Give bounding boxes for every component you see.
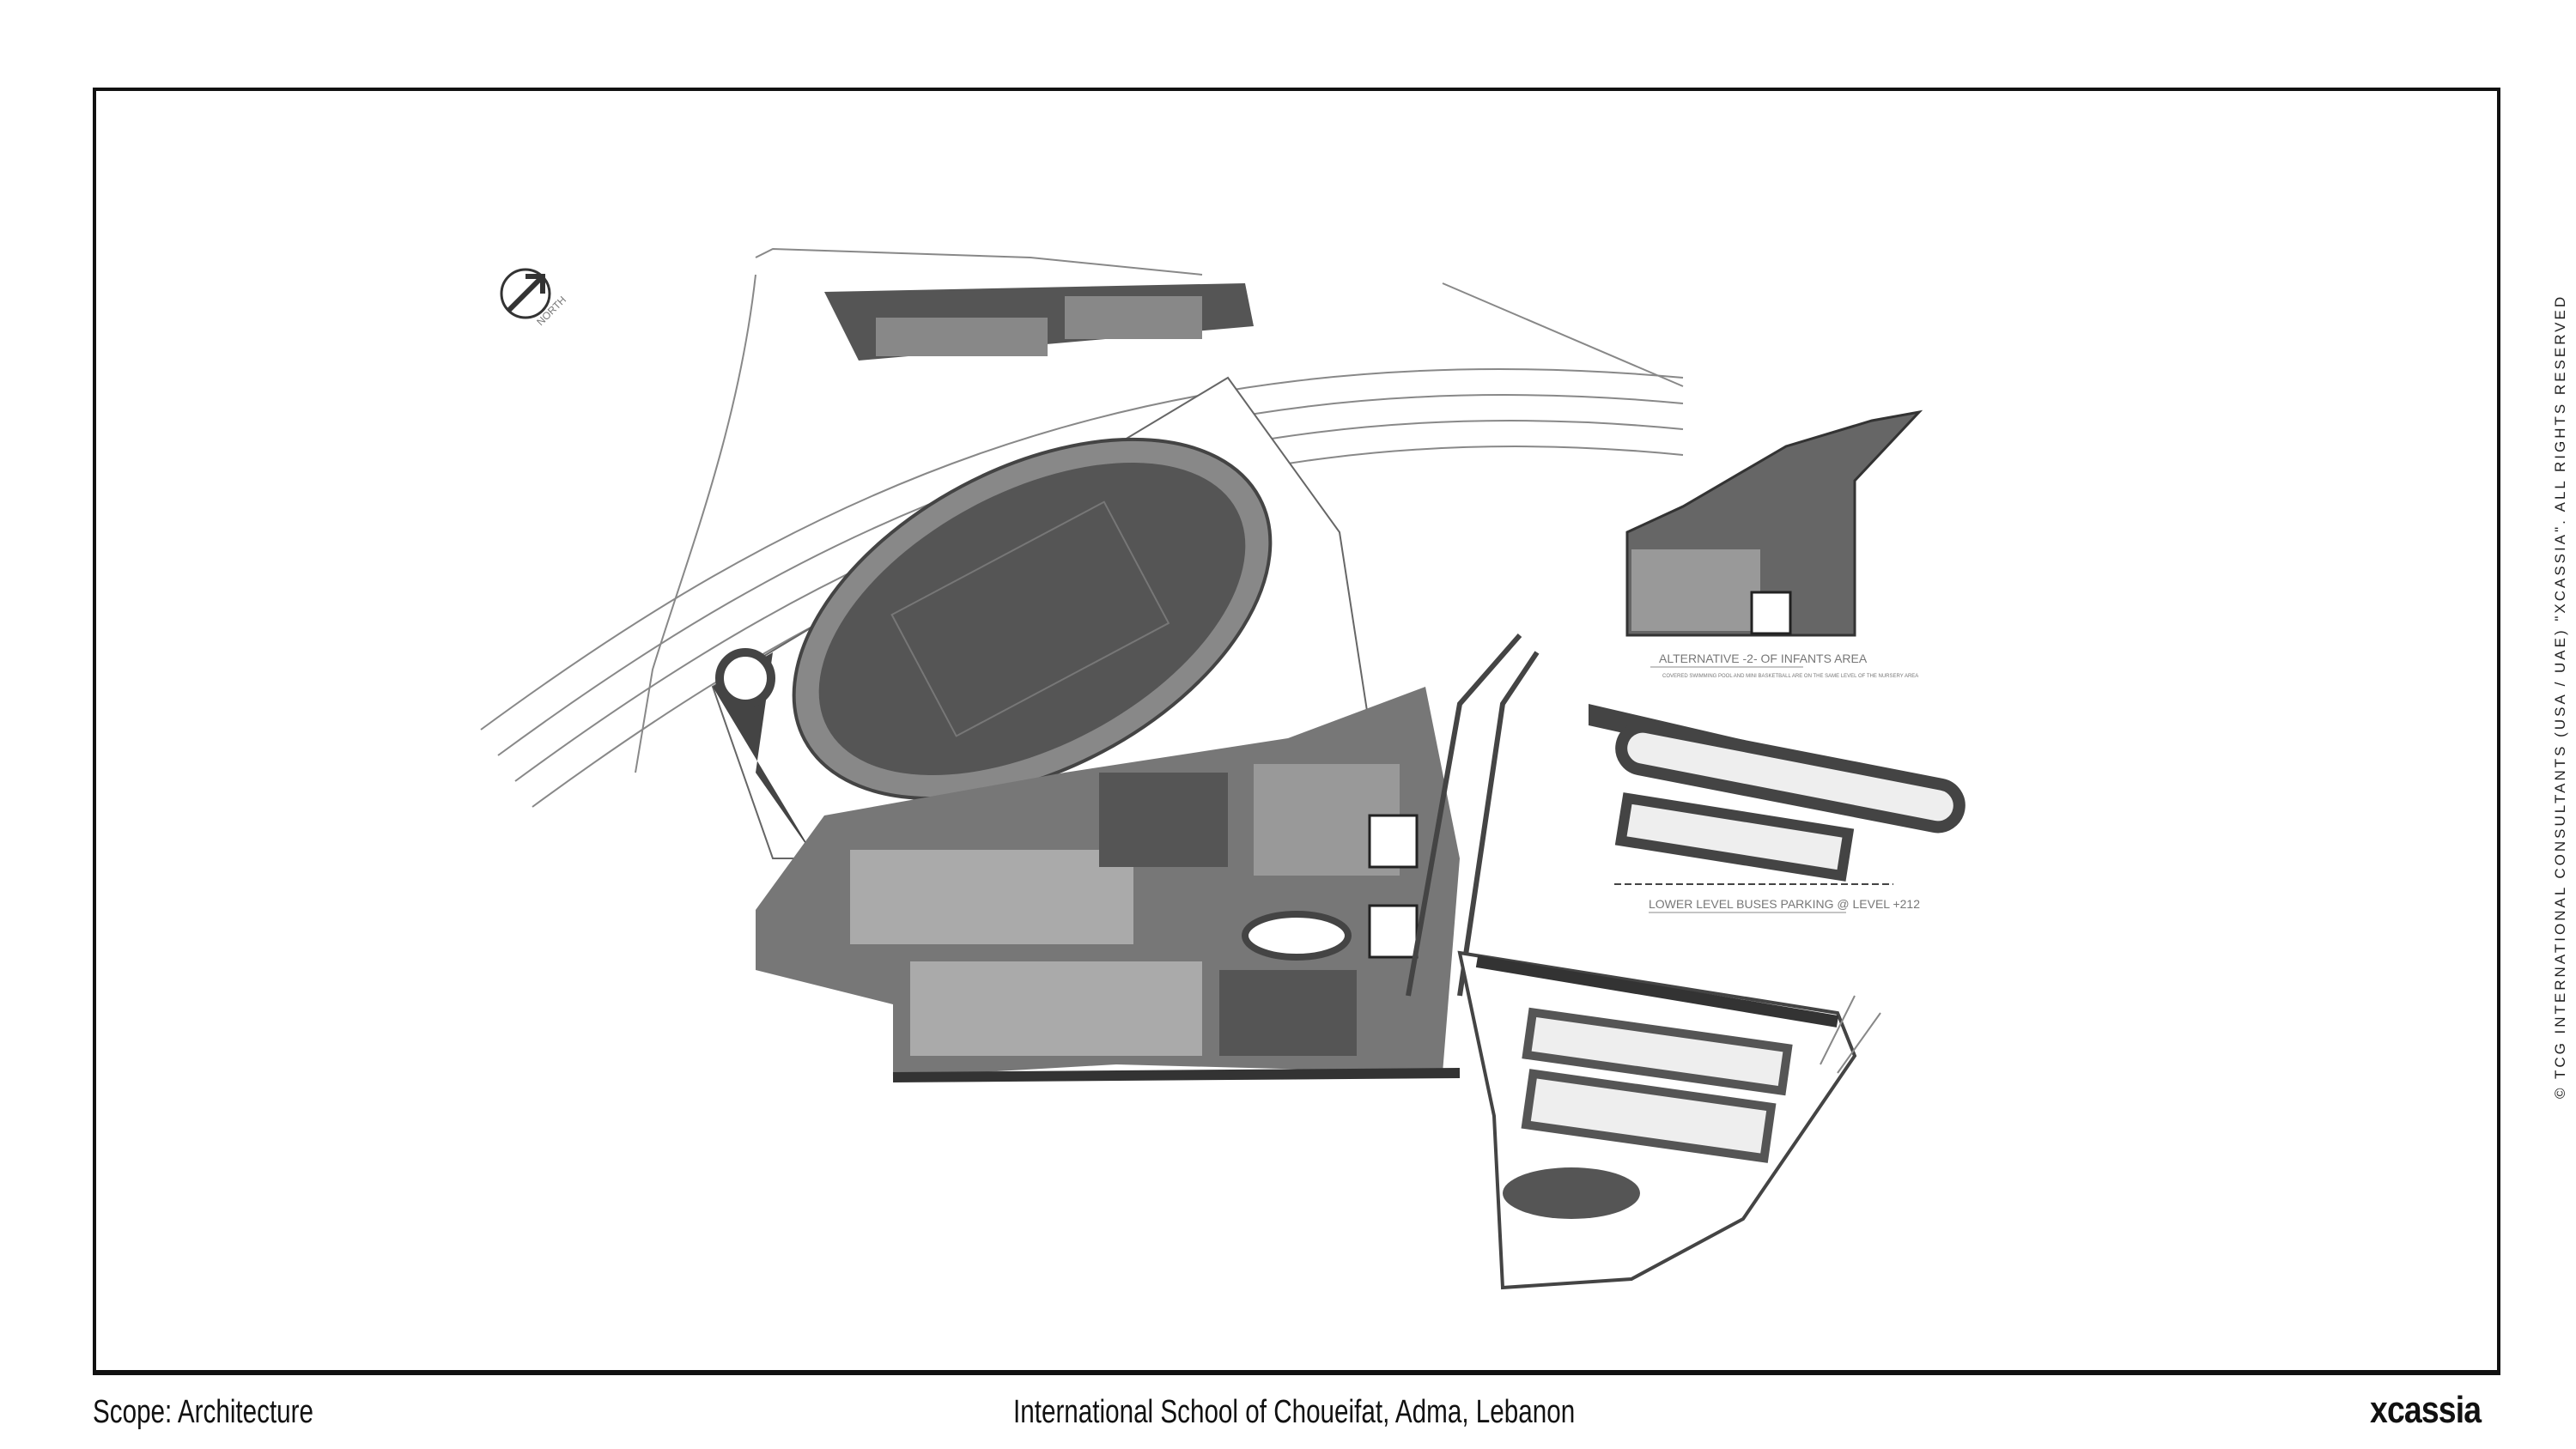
north-arrow-icon: NORTH <box>500 268 568 328</box>
inset-infants-area: ALTERNATIVE -2- OF INFANTS AREA COVERED … <box>1625 409 1923 679</box>
north-label: NORTH <box>534 294 568 328</box>
xcassia-logo: xcassia <box>2370 1389 2482 1431</box>
school-buildings <box>756 687 1461 1082</box>
project-title: International School of Choueifat, Adma,… <box>1013 1394 1576 1430</box>
tennis-courts <box>824 283 1254 361</box>
inset-buses-parking: LOWER LEVEL BUSES PARKING @ LEVEL +212 <box>1589 704 1965 913</box>
scope-label: Scope: Architecture <box>93 1394 314 1430</box>
inset-infants-title: ALTERNATIVE -2- OF INFANTS AREA <box>1659 652 1868 665</box>
parking-area <box>1457 950 1881 1290</box>
running-track <box>792 437 1273 801</box>
access-road <box>1406 634 1540 997</box>
roundabout <box>715 648 775 708</box>
drawing-frame <box>93 88 2500 1375</box>
inset-buses-title: LOWER LEVEL BUSES PARKING @ LEVEL +212 <box>1649 897 1920 911</box>
copyright-notice: © TCG INTERNATIONAL CONSULTANTS (USA / U… <box>2552 294 2568 1099</box>
inset-infants-note: COVERED SWIMMING POOL AND MINI BASKETBAL… <box>1662 674 1918 679</box>
